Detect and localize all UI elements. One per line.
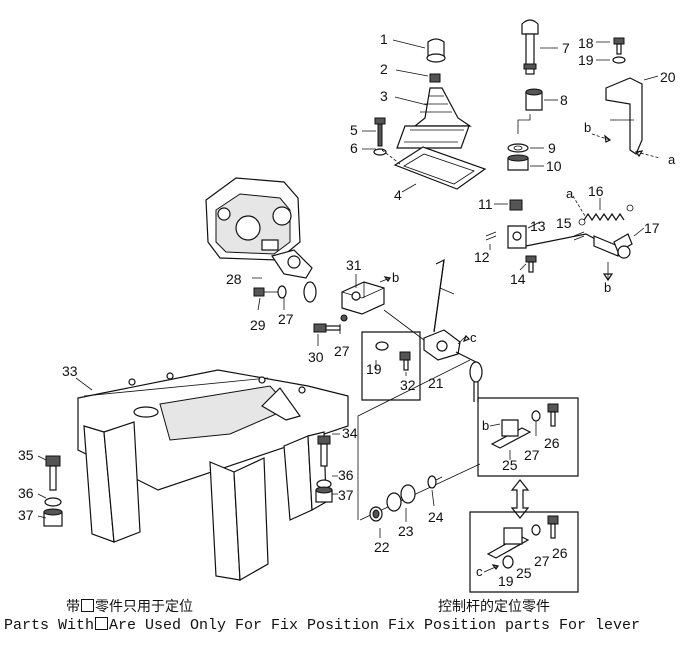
- callout-36-right: 36: [338, 467, 354, 483]
- callout-18: 18: [578, 35, 594, 51]
- callout-5: 5: [350, 122, 358, 138]
- square-marker-icon: [81, 599, 94, 612]
- callout-29: 29: [250, 317, 266, 333]
- callout-6: 6: [350, 140, 358, 156]
- callout-25-upper: 25: [502, 457, 518, 473]
- callout-19-lower: 19: [498, 573, 514, 589]
- callout-7: 7: [562, 40, 570, 56]
- callout-3: 3: [380, 88, 388, 104]
- callout-34: 34: [342, 425, 358, 441]
- callout-labels: 1 2 3 4 5 6 7 8 9 10 11 12 13 14 15 16 1…: [18, 31, 676, 589]
- fix-parts-box-upper: [477, 397, 579, 477]
- ref-b-bracket: b: [584, 120, 591, 135]
- knob-assembly: [362, 38, 487, 193]
- callout-12: 12: [474, 249, 490, 265]
- callout-1: 1: [380, 31, 388, 47]
- ref-c-lever: c: [470, 330, 477, 345]
- callout-35: 35: [18, 447, 34, 463]
- caption-right-chinese: 控制杆的定位零件: [438, 599, 550, 615]
- ref-b-box: b: [482, 418, 489, 433]
- caption-left-en-prefix: Parts With: [4, 617, 95, 634]
- callout-33: 33: [62, 363, 78, 379]
- callout-28: 28: [226, 271, 242, 287]
- callout-22: 22: [374, 539, 390, 555]
- mount-stack-left: [37, 455, 63, 527]
- ref-a-bracket: a: [668, 152, 676, 167]
- caption-left-english: Parts With Are Used Only For Fix Position: [4, 617, 379, 634]
- mount-block: [313, 274, 421, 401]
- pump-assembly: [205, 177, 317, 311]
- caption-left-cn-suffix: 零件只用于定位: [95, 599, 193, 615]
- caption-left-cn-prefix: 带: [66, 599, 80, 615]
- lever-assembly: [485, 19, 609, 273]
- control-lever-21: [383, 258, 483, 402]
- callout-37-right: 37: [338, 487, 354, 503]
- callout-37-left: 37: [18, 507, 34, 523]
- callout-17: 17: [644, 220, 660, 236]
- double-arrow: [510, 479, 530, 519]
- ref-b-block: b: [392, 270, 399, 285]
- ref-c-box: c: [476, 564, 483, 579]
- caption-left-en-suffix: Are Used Only For Fix Position: [109, 617, 380, 634]
- callout-16: 16: [588, 183, 604, 199]
- callout-19-block: 19: [366, 361, 382, 377]
- callout-31: 31: [346, 257, 362, 273]
- callout-13: 13: [530, 218, 546, 234]
- callout-19-upper: 19: [578, 52, 594, 68]
- callout-15: 15: [556, 215, 572, 231]
- callout-27-block: 27: [334, 343, 350, 359]
- callout-25-lower: 25: [516, 565, 532, 581]
- callout-27-lower: 27: [534, 553, 550, 569]
- callout-30: 30: [308, 349, 324, 365]
- callout-24: 24: [428, 509, 444, 525]
- callout-2: 2: [380, 61, 388, 77]
- callout-11: 11: [478, 196, 493, 212]
- callout-23: 23: [398, 523, 414, 539]
- caption-right-english: Fix Position parts For lever: [388, 617, 641, 634]
- callout-27-pump: 27: [278, 311, 294, 327]
- ref-a-spring: a: [566, 186, 574, 201]
- callout-32: 32: [400, 377, 416, 393]
- callout-10: 10: [546, 158, 562, 174]
- callout-14: 14: [510, 271, 526, 287]
- callout-4: 4: [394, 187, 402, 203]
- fix-parts-box-lower: [469, 511, 579, 593]
- callout-26-upper: 26: [544, 435, 560, 451]
- main-frame-33: [75, 369, 349, 582]
- caption-left-chinese: 带零件只用于定位: [66, 596, 193, 616]
- ref-b-pivot: b: [604, 280, 611, 295]
- mount-stack-right: [315, 433, 340, 503]
- shaft-parts: [357, 359, 481, 538]
- callout-21: 21: [428, 375, 444, 391]
- callout-36-left: 36: [18, 485, 34, 501]
- callout-9: 9: [548, 140, 556, 156]
- callout-26-lower: 26: [552, 545, 568, 561]
- callout-20: 20: [660, 69, 676, 85]
- square-marker-icon: [95, 617, 109, 630]
- callout-27-upper: 27: [524, 447, 540, 463]
- callout-8: 8: [560, 92, 568, 108]
- bracket-and-spring: [572, 37, 661, 282]
